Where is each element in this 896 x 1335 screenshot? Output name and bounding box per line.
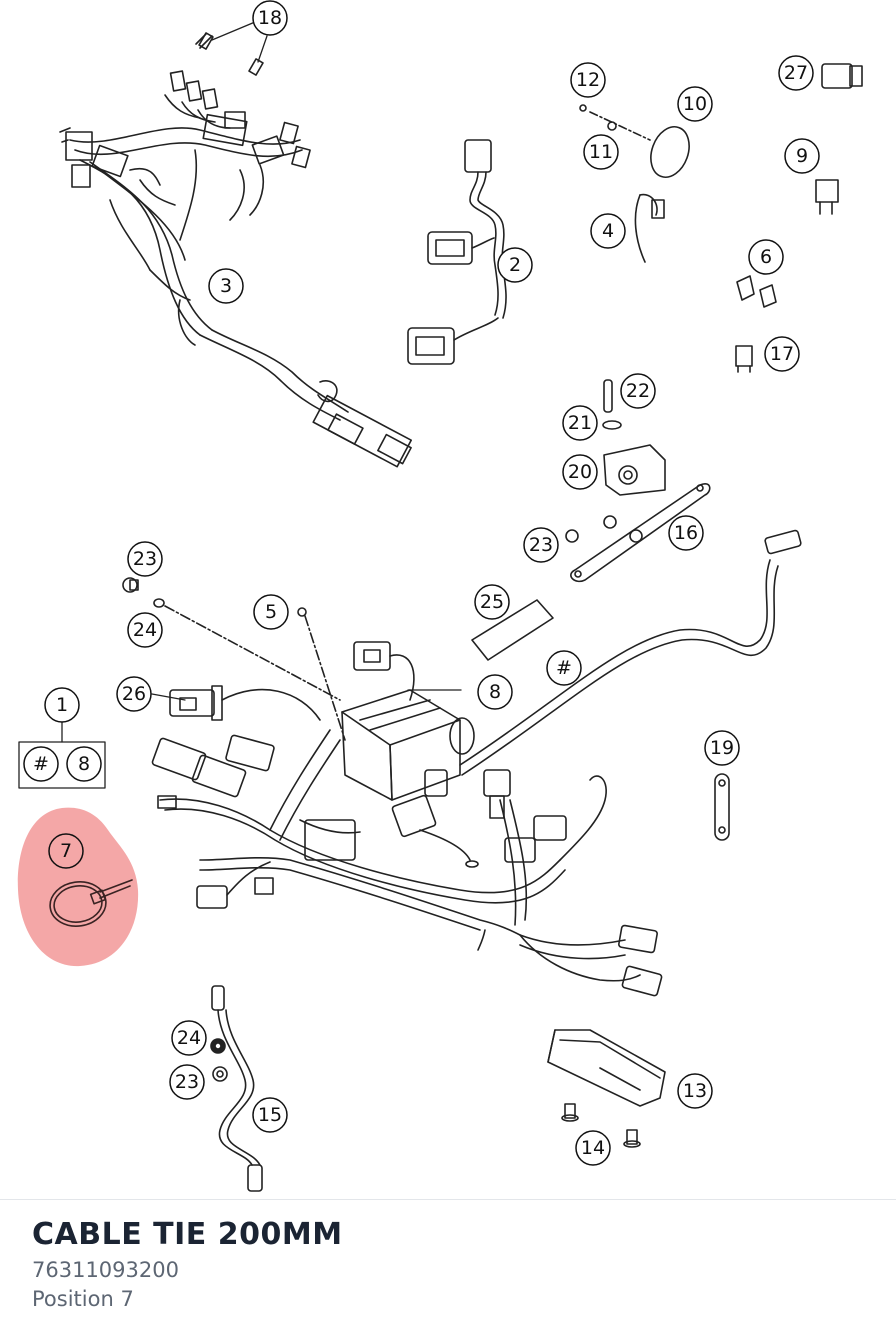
callout-27[interactable]: 27 <box>784 62 808 84</box>
fuses-6-drawing <box>735 275 777 373</box>
callout-14[interactable]: 14 <box>581 1137 605 1159</box>
callout-circle <box>497 247 533 283</box>
callout-20[interactable]: 20 <box>568 461 592 483</box>
callout-1[interactable]: 1 <box>56 694 68 716</box>
callout-circle <box>44 687 80 723</box>
callout-24[interactable]: 24 <box>133 619 157 641</box>
part-title: CABLE TIE 200MM <box>32 1217 343 1252</box>
callout-19[interactable]: 19 <box>710 737 734 759</box>
callout-15[interactable]: 15 <box>258 1104 282 1126</box>
callout-23[interactable]: 23 <box>175 1071 199 1093</box>
callout-17[interactable]: 17 <box>770 343 794 365</box>
callout-circle <box>570 62 606 98</box>
callout-circle <box>677 1073 713 1109</box>
callout-circle <box>677 86 713 122</box>
callout-11[interactable]: 11 <box>589 141 613 163</box>
connector-27-9-drawing <box>815 63 863 215</box>
callout-13[interactable]: 13 <box>683 1080 707 1102</box>
callout-22[interactable]: 22 <box>626 380 650 402</box>
callout-8[interactable]: 8 <box>489 681 501 703</box>
callout-circle <box>23 746 59 782</box>
wiring-harness-diagram: 18 12 10 11 27 9 2 4 3 6 17 22 21 20 16 … <box>17 0 863 1192</box>
callout-16[interactable]: 16 <box>674 522 698 544</box>
callout-circle <box>252 0 288 36</box>
leader-lines <box>18 21 462 789</box>
selected-part-highlight <box>17 807 139 967</box>
callout-circle <box>66 746 102 782</box>
sticker-25-drawing <box>471 599 554 661</box>
callout-circle <box>546 650 582 686</box>
callout-circle <box>562 405 598 441</box>
callout-circle <box>252 1097 288 1133</box>
callout-18[interactable]: 18 <box>258 7 282 29</box>
callout-hash[interactable]: # <box>556 657 572 679</box>
harness-3-drawing <box>59 70 412 468</box>
grommet-parts-drawing <box>579 104 690 263</box>
callout-6[interactable]: 6 <box>760 246 772 268</box>
ground-cable-15-drawing <box>210 985 263 1192</box>
callout-circle <box>748 239 784 275</box>
fasteners-drawing <box>122 577 346 741</box>
callout-1-eight[interactable]: 8 <box>78 753 90 775</box>
callout-23[interactable]: 23 <box>133 548 157 570</box>
callout-circle <box>704 730 740 766</box>
callout-circle <box>127 612 163 648</box>
callout-3[interactable]: 3 <box>220 275 232 297</box>
callout-21[interactable]: 21 <box>568 412 592 434</box>
callout-circle <box>523 527 559 563</box>
callout-circle <box>562 454 598 490</box>
callout-circle <box>583 134 619 170</box>
callout-23[interactable]: 23 <box>529 534 553 556</box>
callout-circle <box>764 336 800 372</box>
callout-circle <box>171 1020 207 1056</box>
callout-circle <box>474 584 510 620</box>
callout-25[interactable]: 25 <box>480 591 504 613</box>
cover-13-drawing <box>547 1029 666 1107</box>
callout-circle <box>116 676 152 712</box>
strap-19-drawing <box>714 773 730 841</box>
callout-4[interactable]: 4 <box>602 220 614 242</box>
callout-1-hash[interactable]: # <box>33 753 49 775</box>
part-number: 76311093200 <box>32 1258 179 1282</box>
callout-circle <box>477 674 513 710</box>
callout-circle <box>778 55 814 91</box>
callout-circle <box>575 1130 611 1166</box>
callout-circle <box>668 515 704 551</box>
callout-circle <box>127 541 163 577</box>
callout-circle <box>784 138 820 174</box>
callout-circle <box>169 1064 205 1100</box>
callout-circle <box>208 268 244 304</box>
callout-24[interactable]: 24 <box>177 1027 201 1049</box>
callout-10[interactable]: 10 <box>683 93 707 115</box>
cable-tie-7-drawing <box>49 879 133 927</box>
callout-26[interactable]: 26 <box>122 683 146 705</box>
main-harness-drawing <box>151 529 802 997</box>
bracket-parts-drawing <box>565 379 711 583</box>
callout-2[interactable]: 2 <box>509 254 521 276</box>
part-position: Position 7 <box>32 1287 134 1311</box>
callout-7-selected[interactable]: 7 <box>60 840 72 862</box>
screws-14-drawing <box>561 1103 641 1148</box>
callout-circle <box>620 373 656 409</box>
callout-5[interactable]: 5 <box>265 601 277 623</box>
callout-circle <box>253 594 289 630</box>
harness-2-drawing <box>407 139 507 365</box>
info-divider <box>0 1199 896 1200</box>
callout-circle <box>590 213 626 249</box>
callout-9[interactable]: 9 <box>796 145 808 167</box>
terminals-18-drawing <box>195 32 264 76</box>
callout-circle <box>48 833 84 869</box>
callout-12[interactable]: 12 <box>576 69 600 91</box>
part-info-panel: CABLE TIE 200MM 76311093200 Position 7 <box>32 1214 343 1314</box>
